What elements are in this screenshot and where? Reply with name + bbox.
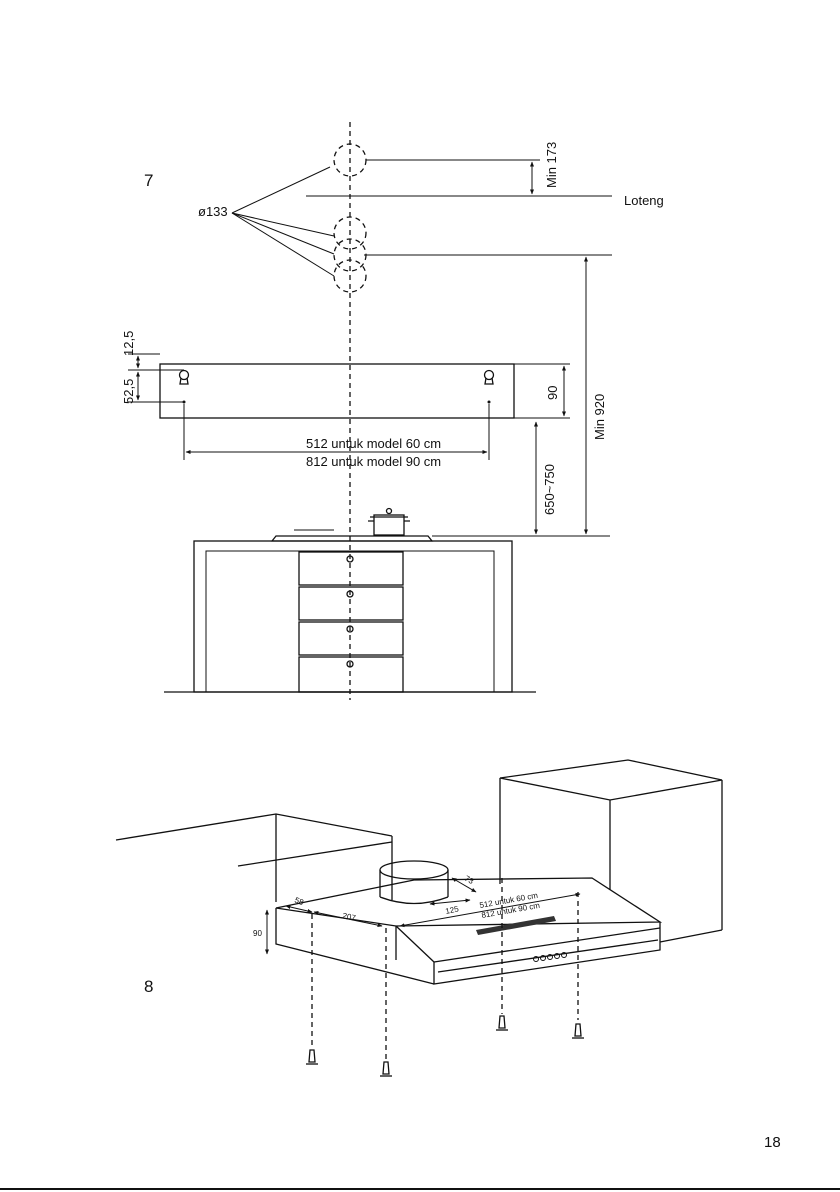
duct-collar [380,861,448,904]
figure-8: 8 [116,760,722,1076]
bottom-border [0,1188,840,1190]
drawer-3 [299,622,403,655]
figure-7-number: 7 [144,171,153,190]
cabinet-drawers [299,552,403,692]
drawer-4 [299,657,403,692]
width-60-label: 512 untuk model 60 cm [306,436,441,451]
dim-12-5-label: 12,5 [121,331,136,356]
dim-58-label: 58 [293,896,305,908]
drawer-1 [299,552,403,585]
hob-distance-label: 650~750 [542,464,557,515]
diameter-leaders [232,167,334,276]
drawer-2 [299,587,403,620]
diameter-label: ø133 [198,204,228,219]
figure-8-number: 8 [144,977,153,996]
mount-point-right [488,401,491,404]
right-wall-cabinet [500,760,722,942]
width-90-label: 812 untuk model 90 cm [306,454,441,469]
dim-73-label: 73 [463,874,476,886]
cabinet-outer [194,541,512,692]
cooking-pot [368,509,410,536]
min-920-label: Min 920 [592,394,607,440]
ceiling-label: Loteng [624,193,664,208]
keyhole-slot-right [485,371,494,385]
left-wall-cabinet [116,814,392,902]
hob-surface [272,536,432,541]
figure-7: 7 ø133 Min 173 Loteng Min 920 90 [121,122,664,700]
keyhole-slot-left [180,371,189,385]
dim-207-label: 207 [342,911,357,923]
screw-3 [496,1016,508,1030]
screw-1 [306,1050,318,1064]
dim-125-label: 125 [445,904,460,916]
page-number: 18 [764,1134,781,1151]
dim-90-label: 90 [253,929,262,938]
hood-body-front [160,364,514,418]
hood-height-label: 90 [545,386,560,400]
screw-2 [380,1062,392,1076]
min-top-label: Min 173 [544,142,559,188]
dim-52-5-label: 52,5 [121,379,136,404]
hood-body-3d [276,878,660,984]
screw-4 [572,1024,584,1038]
